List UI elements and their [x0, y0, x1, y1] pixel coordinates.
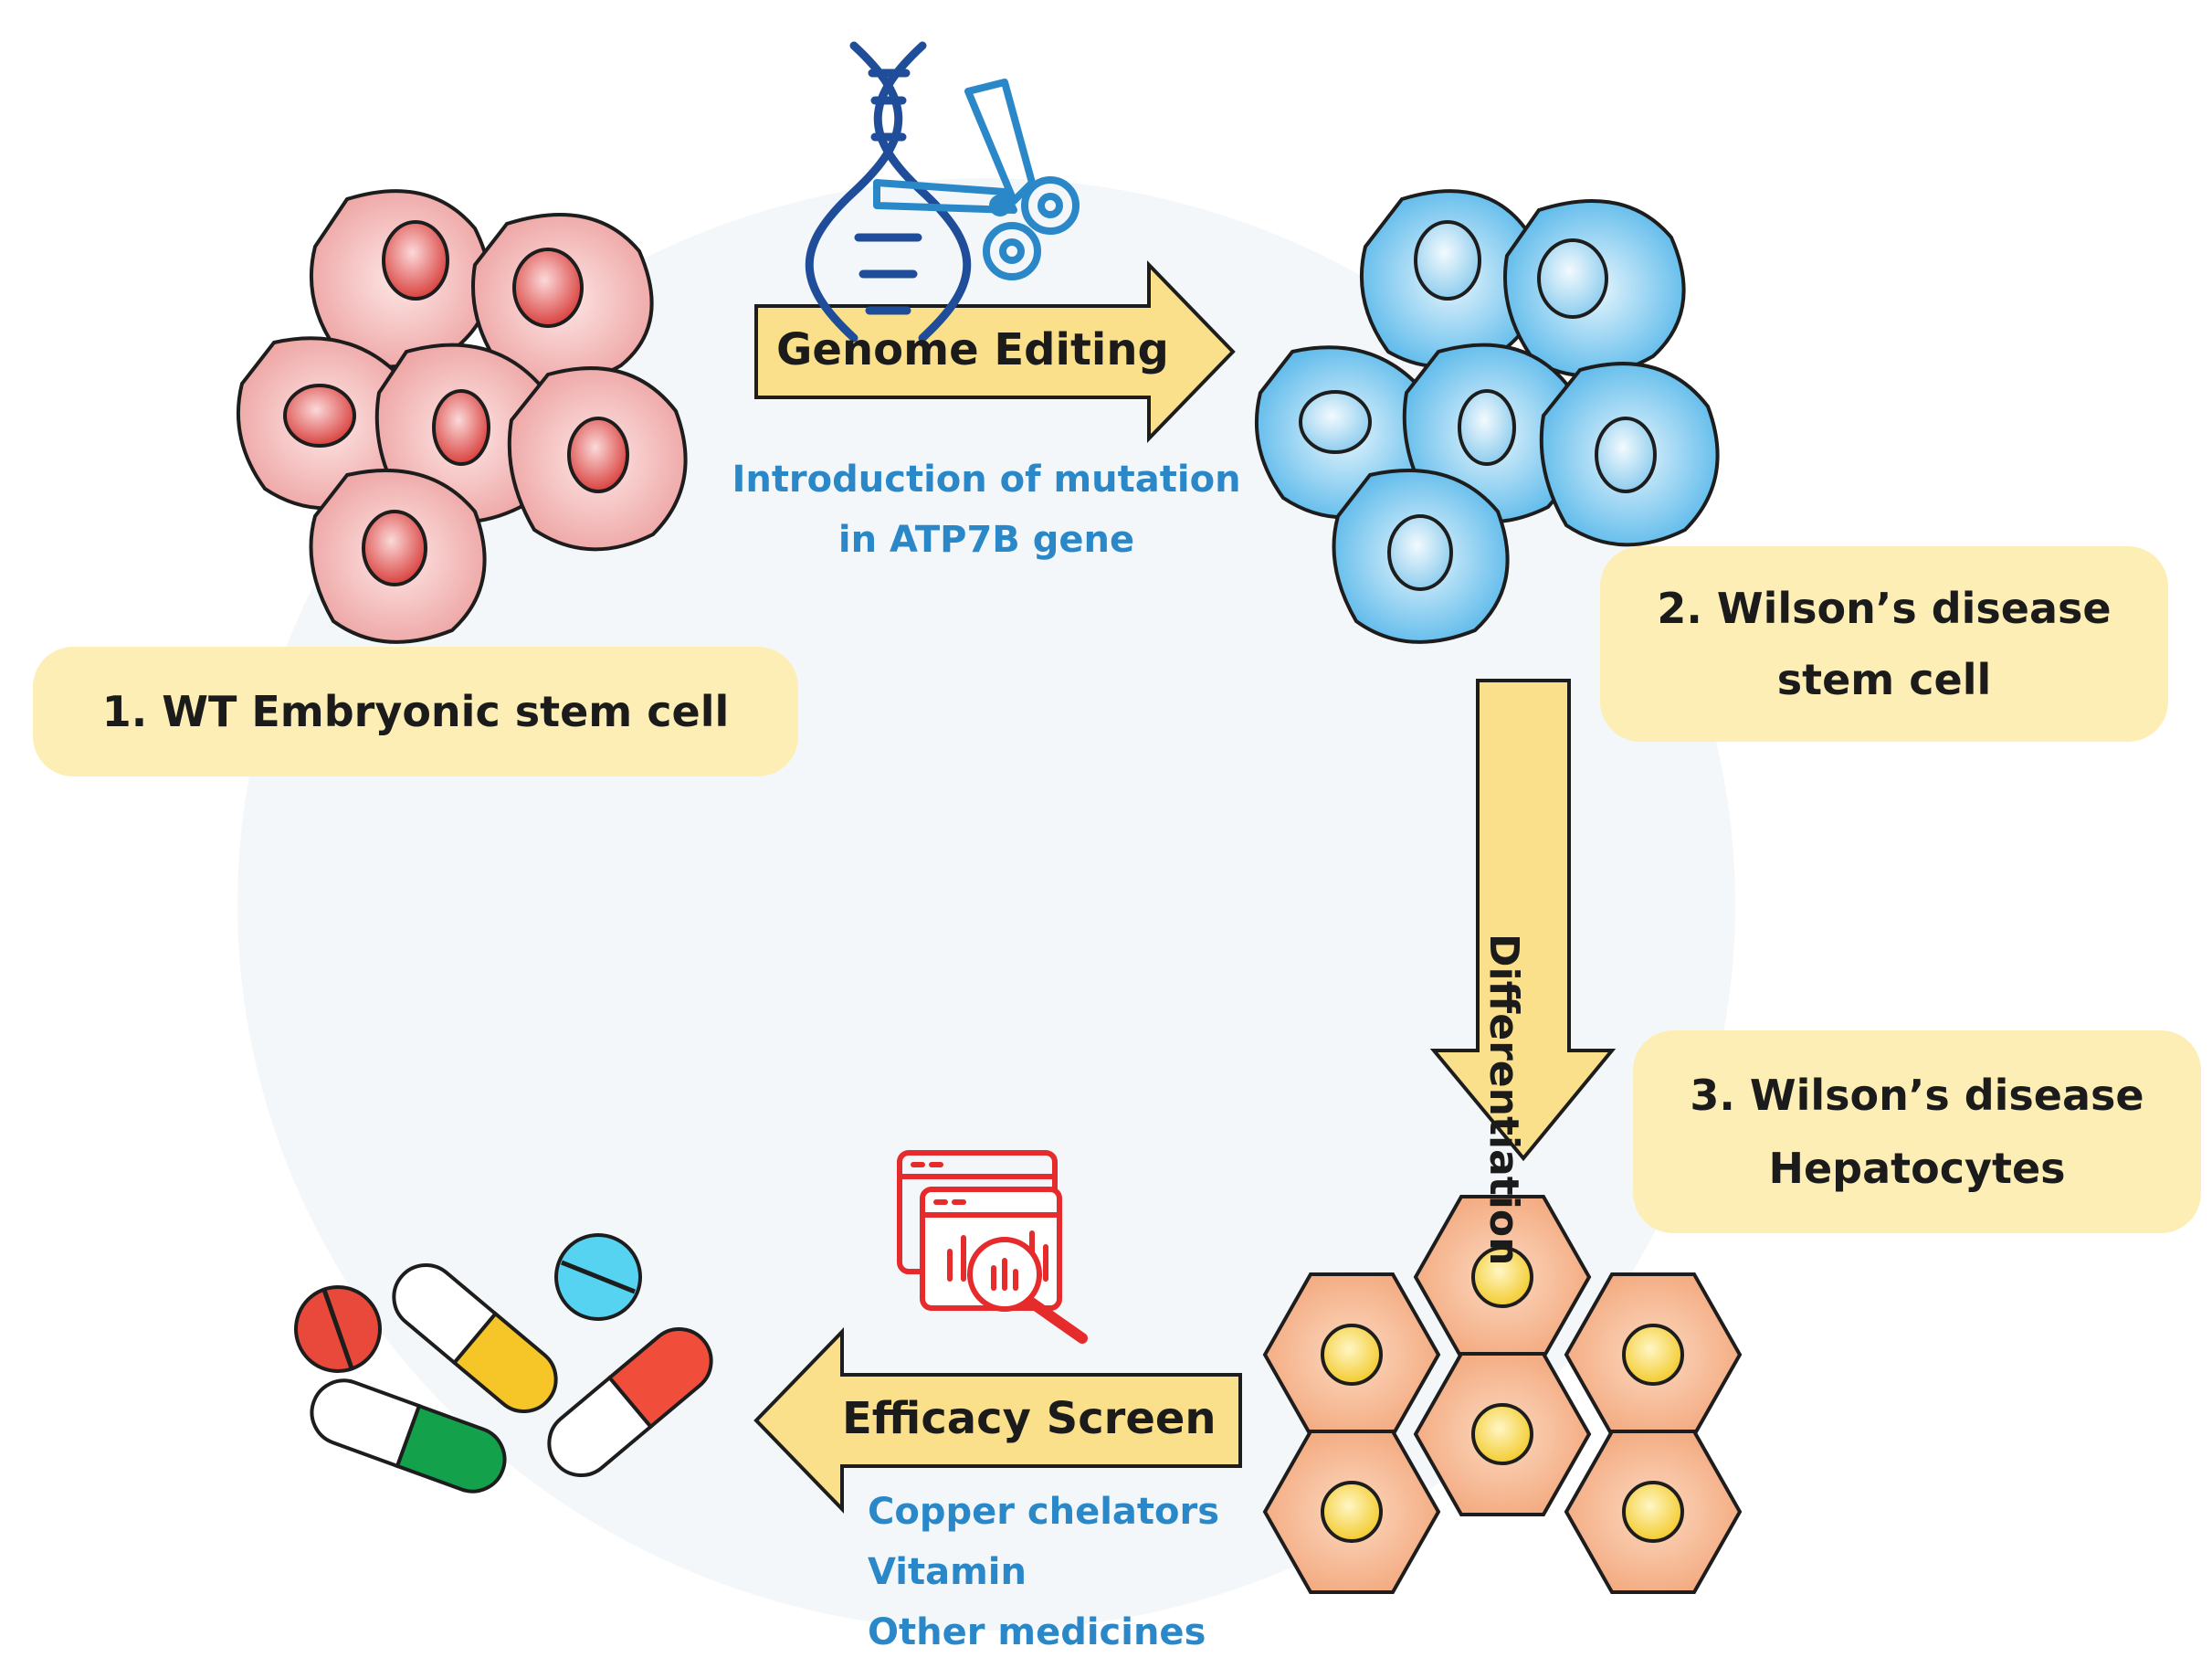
hepatocyte-nucleus	[1471, 1246, 1533, 1308]
efficacy-screen-notes: Copper chelators Vitamin Other medicines	[868, 1482, 1219, 1663]
scissors-icon	[873, 79, 1080, 280]
screen-note-copper: Copper chelators	[868, 1491, 1220, 1533]
wt-nucleus	[567, 417, 629, 493]
differentiation-arrow	[1429, 679, 1617, 1162]
genome-editing-note: Introduction of mutation in ATP7B gene	[722, 449, 1251, 570]
hepatocyte-nucleus	[1321, 1324, 1383, 1386]
hepatocyte-nucleus	[1622, 1324, 1684, 1386]
hepatocyte-nucleus	[1622, 1481, 1684, 1543]
capsule-green	[310, 1378, 507, 1494]
step2-label-line2: stem cell	[1776, 655, 1992, 704]
pills-icon	[294, 1233, 713, 1494]
step1-label-box: 1. WT Embryonic stem cell	[33, 647, 798, 776]
hepatocyte-nucleus	[1321, 1481, 1383, 1543]
wt-nucleus	[283, 384, 356, 448]
efficacy-screen-label: Efficacy Screen	[842, 1393, 1217, 1444]
hepatocyte-cluster	[1262, 1195, 1743, 1594]
wt-nucleus	[512, 248, 584, 328]
genome-editing-label: Genome Editing	[776, 324, 1169, 375]
genome-note-line1: Introduction of mutation	[732, 459, 1241, 501]
dna-icon	[805, 41, 972, 343]
step2-label-line1: 2. Wilson’s disease	[1657, 584, 2112, 633]
screen-analysis-icon	[897, 1150, 1088, 1344]
step3-label-line1: 3. Wilson’s disease	[1690, 1071, 2144, 1120]
disease-nucleus	[1595, 417, 1657, 493]
wt-nucleus	[362, 510, 427, 586]
genome-note-line2: in ATP7B gene	[837, 519, 1135, 561]
capsule-red	[547, 1327, 713, 1477]
disease-nucleus	[1299, 390, 1372, 454]
capsule-yellow	[392, 1263, 558, 1413]
disease-nucleus	[1537, 238, 1608, 319]
wt-nucleus	[432, 389, 490, 466]
disease-nucleus	[1414, 220, 1481, 301]
screen-note-vitamin: Vitamin	[868, 1551, 1027, 1593]
disease-nucleus	[1387, 514, 1453, 591]
step3-label-box: 3. Wilson’s disease Hepatocytes	[1633, 1030, 2201, 1233]
step1-label: 1. WT Embryonic stem cell	[101, 687, 730, 736]
disease-nucleus	[1458, 389, 1516, 466]
wt-nucleus	[382, 220, 449, 301]
step3-label-line2: Hepatocytes	[1768, 1144, 2066, 1193]
hepatocyte-nucleus	[1471, 1403, 1533, 1465]
efficacy-screen-arrow	[753, 1327, 1242, 1514]
screen-note-other: Other medicines	[868, 1611, 1206, 1653]
round-pill-cyan	[554, 1233, 642, 1321]
disease-stem-cell-cluster	[1254, 189, 1720, 644]
round-pill-red	[294, 1285, 382, 1373]
wt-stem-cell-cluster	[236, 189, 688, 644]
step2-label-box: 2. Wilson’s disease stem cell	[1600, 546, 2168, 742]
differentiation-label: Differentiation	[1480, 934, 1527, 1266]
